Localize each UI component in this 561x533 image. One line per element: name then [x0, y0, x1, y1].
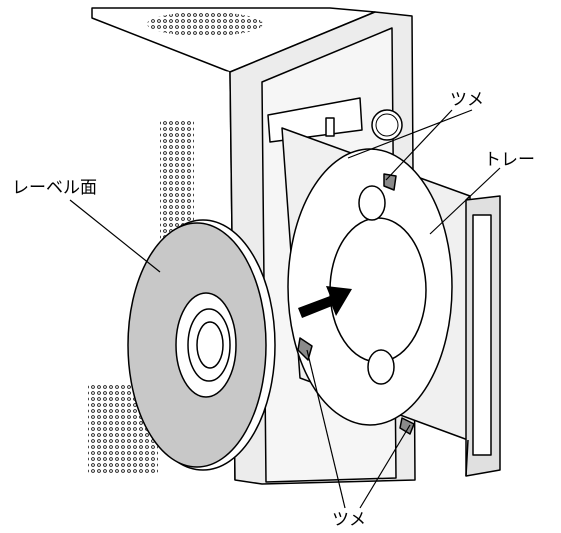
leader-tray	[429, 167, 501, 235]
tray-clip-lower	[399, 417, 415, 435]
top-vent-grille	[147, 12, 263, 36]
cd-disc	[127, 219, 276, 471]
leader-label-side	[69, 199, 161, 273]
tray-hole-top	[358, 185, 386, 221]
tab-bottom-label: ツメ	[332, 510, 366, 530]
tray-tab-top	[383, 173, 397, 191]
leader-lines	[69, 109, 501, 509]
leader-tab-top-b	[347, 109, 473, 159]
leader-tab-bottom-b	[359, 424, 411, 509]
insert-arrow-icon	[298, 286, 352, 318]
tab-top-label: ツメ	[450, 90, 484, 110]
cd-tray	[281, 127, 501, 477]
disc-center-hole	[196, 321, 224, 369]
tray-front-recess	[472, 214, 492, 456]
drive-led	[325, 117, 335, 137]
tray-label: トレー	[484, 150, 535, 170]
tray-hole-bottom	[367, 349, 395, 385]
label-side-label: レーベル面	[12, 178, 97, 198]
leader-tab-bottom-a	[306, 349, 346, 509]
power-button-ring	[375, 113, 399, 137]
